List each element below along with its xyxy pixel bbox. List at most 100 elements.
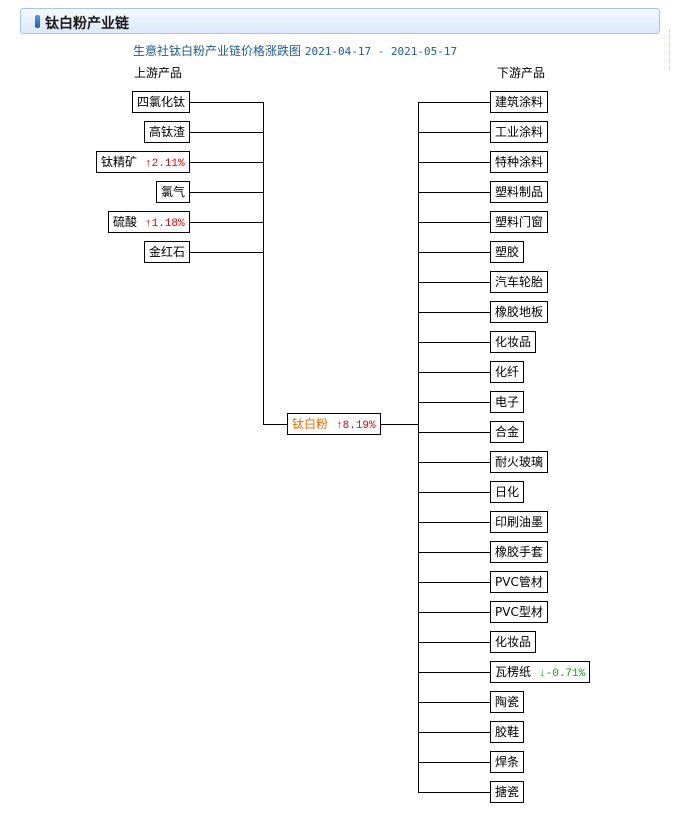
downstream-node[interactable]: 瓦楞纸↓-0.71% [490,661,591,683]
node-label: 搪瓷 [495,785,520,799]
upstream-node[interactable]: 四氯化钛 [132,91,191,113]
subtitle-date-range: 2021-04-17 - 2021-05-17 [304,45,458,58]
downstream-node[interactable]: 胶鞋 [490,721,525,743]
node-label: 化纤 [495,365,520,379]
upstream-node[interactable]: 金红石 [144,241,191,263]
downstream-connector [418,492,490,493]
downstream-node[interactable]: 汽车轮胎 [490,271,549,293]
downstream-node[interactable]: 特种涂料 [490,151,549,173]
downstream-connector [418,102,490,103]
downstream-connector [418,402,490,403]
upstream-connector [190,162,263,163]
upstream-heading: 上游产品 [134,66,183,80]
downstream-connector [418,252,490,253]
node-label: 塑料制品 [495,185,544,199]
downstream-node[interactable]: 陶瓷 [490,691,525,713]
downstream-connector [418,522,490,523]
node-label: 硫酸 [113,215,138,229]
node-label: 化妆品 [495,335,532,349]
node-label: 塑胶 [495,245,520,259]
downstream-node[interactable]: 塑胶 [490,241,525,263]
node-label: 瓦楞纸 [495,665,532,679]
downstream-connector [418,132,490,133]
price-up-indicator: ↑8.19% [336,420,376,432]
node-label: 印刷油墨 [495,515,544,529]
node-label: 金红石 [149,245,186,259]
downstream-connector [418,702,490,703]
downstream-node[interactable]: 搪瓷 [490,781,525,803]
upstream-node[interactable]: 氯气 [156,181,191,203]
downstream-node[interactable]: 合金 [490,421,525,443]
downstream-node[interactable]: 焊条 [490,751,525,773]
node-label: 合金 [495,425,520,439]
upstream-connector [190,222,263,223]
downstream-connector [418,642,490,643]
downstream-node[interactable]: 印刷油墨 [490,511,549,533]
price-up-indicator: ↑2.11% [145,158,185,170]
downstream-node[interactable]: 耐火玻璃 [490,451,549,473]
upstream-connector [190,102,263,103]
header-marker-icon [35,15,40,28]
downstream-connector [418,762,490,763]
node-label: 汽车轮胎 [495,275,544,289]
chain-subtitle[interactable]: 生意社钛白粉产业链价格涨跌图 2021-04-17 - 2021-05-17 [133,42,457,59]
downstream-connector [418,462,490,463]
downstream-node[interactable]: 化妆品 [490,331,537,353]
downstream-connector [418,732,490,733]
downstream-node[interactable]: 塑料门窗 [490,211,549,233]
node-label: 塑料门窗 [495,215,544,229]
node-label: 四氯化钛 [137,95,186,109]
upstream-connector [190,252,263,253]
downstream-node[interactable]: PVC型材 [490,601,548,623]
downstream-connector [418,792,490,793]
price-up-indicator: ↑1.18% [145,218,185,230]
node-label: 钛精矿 [101,155,138,169]
node-label: 特种涂料 [495,155,544,169]
node-label: PVC型材 [495,605,543,619]
downstream-connector [418,312,490,313]
downstream-node[interactable]: 塑料制品 [490,181,549,203]
node-label: 日化 [495,485,520,499]
downstream-node[interactable]: PVC管材 [490,571,548,593]
node-label: 胶鞋 [495,725,520,739]
node-label: 化妆品 [495,635,532,649]
node-label: 焊条 [495,755,520,769]
downstream-trunk [418,102,419,793]
node-label: 橡胶手套 [495,545,544,559]
downstream-connector [418,282,490,283]
node-label: 橡胶地板 [495,305,544,319]
node-label: 建筑涂料 [495,95,544,109]
downstream-connector [418,432,490,433]
downstream-node[interactable]: 橡胶地板 [490,301,549,323]
node-label: 陶瓷 [495,695,520,709]
upstream-node[interactable]: 钛精矿 ↑2.11% [96,151,190,173]
center-to-downstream-link [381,424,418,425]
upstream-node[interactable]: 硫酸 ↑1.18% [108,211,190,233]
downstream-node[interactable]: 化纤 [490,361,525,383]
downstream-connector [418,582,490,583]
downstream-connector [418,192,490,193]
section-header: 钛白粉产业链 [20,8,660,34]
node-label: 耐火玻璃 [495,455,544,469]
downstream-heading: 下游产品 [497,66,546,80]
downstream-node[interactable]: 工业涂料 [490,121,549,143]
downstream-node[interactable]: 建筑涂料 [490,91,549,113]
node-label: 钛白粉 [292,417,329,431]
node-label: 工业涂料 [495,125,544,139]
upstream-trunk [263,102,264,425]
downstream-connector [418,372,490,373]
upstream-node[interactable]: 高钛渣 [144,121,191,143]
node-label: 高钛渣 [149,125,186,139]
subtitle-text: 生意社钛白粉产业链价格涨跌图 [133,44,302,58]
downstream-node[interactable]: 橡胶手套 [490,541,549,563]
downstream-connector [418,222,490,223]
node-label: 氯气 [161,185,186,199]
downstream-node[interactable]: 电子 [490,391,525,413]
center-node[interactable]: 钛白粉 ↑8.19% [287,413,381,435]
downstream-node[interactable]: 化妆品 [490,631,537,653]
upstream-to-center-link [263,424,287,425]
upstream-connector [190,132,263,133]
section-title: 钛白粉产业链 [45,16,129,32]
upstream-connector [190,192,263,193]
downstream-node[interactable]: 日化 [490,481,525,503]
